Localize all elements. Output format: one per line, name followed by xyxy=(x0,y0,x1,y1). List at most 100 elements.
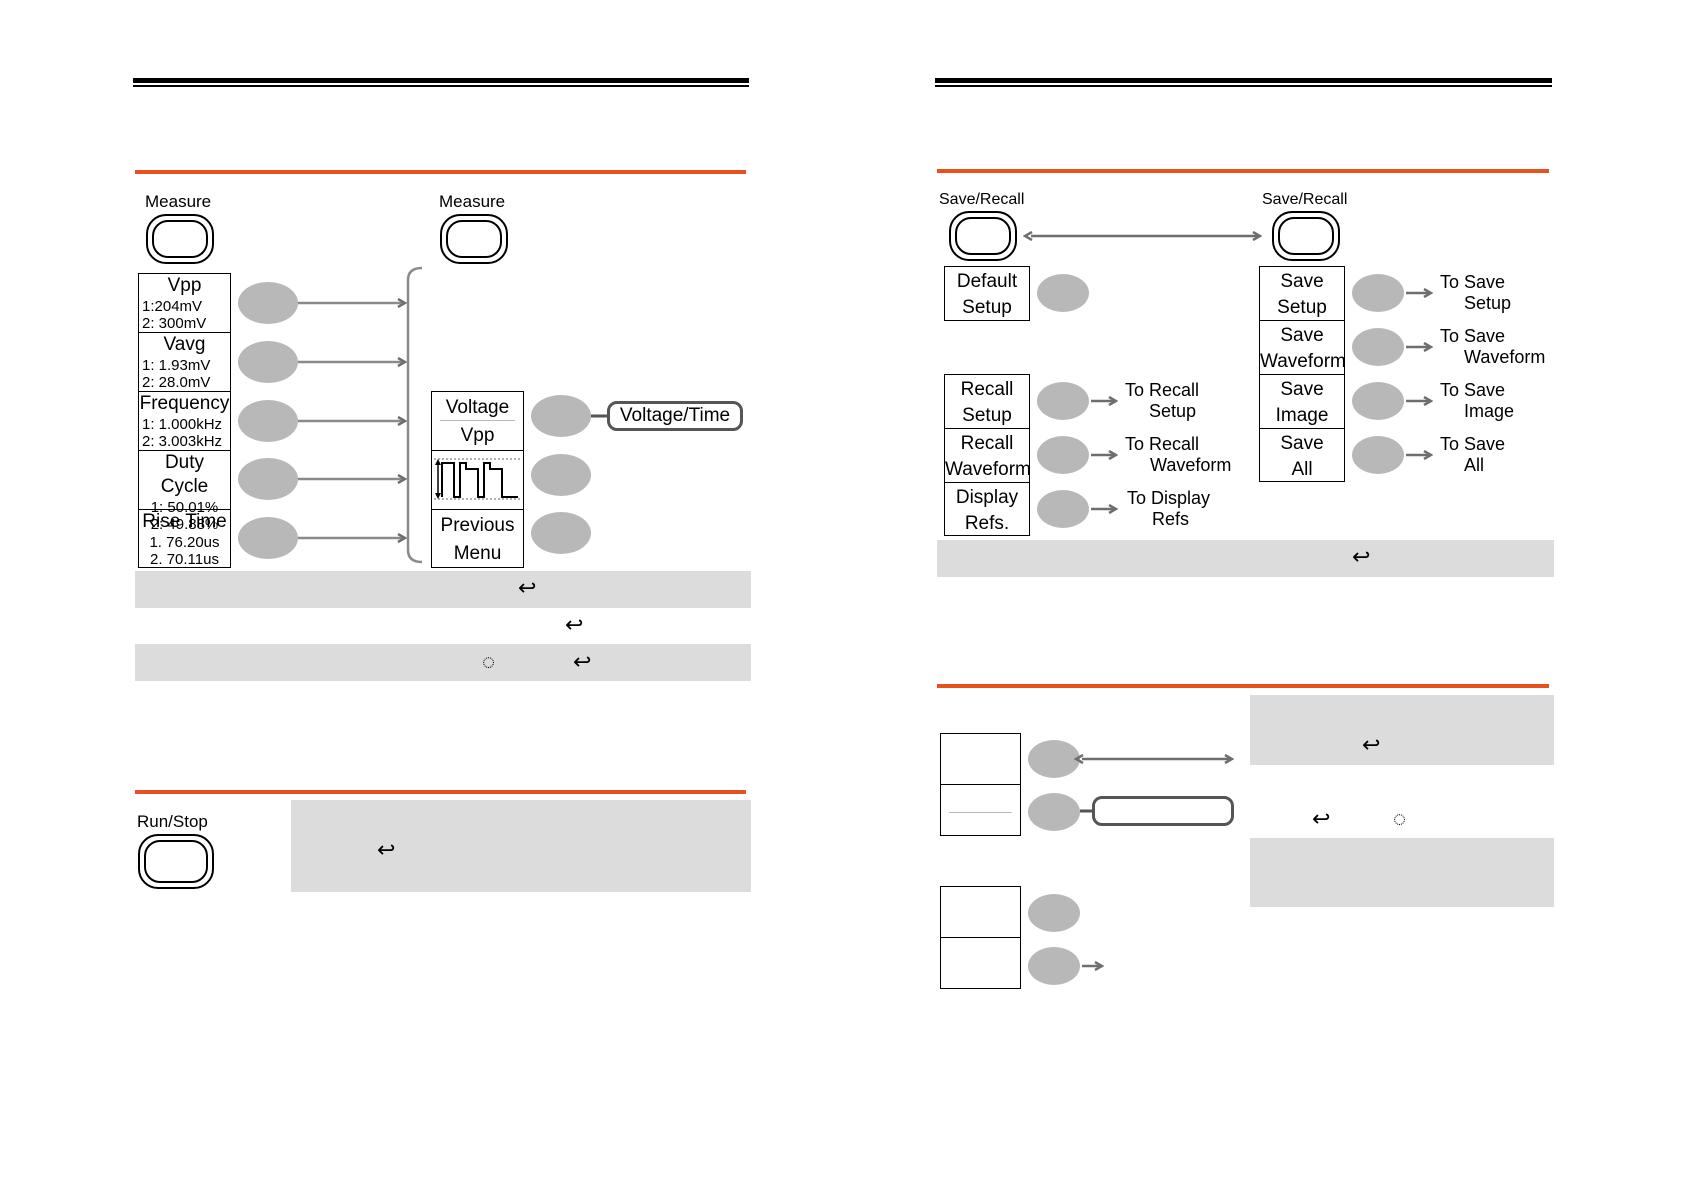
target-save-waveform: To Save Waveform xyxy=(1440,326,1550,368)
save-all-item[interactable]: Save All xyxy=(1260,429,1344,483)
softkey-save-setup[interactable] xyxy=(1352,274,1404,312)
target-line2: Waveform xyxy=(1464,347,1546,367)
softkey-recall-waveform[interactable] xyxy=(1037,436,1089,474)
menu-line2: Setup xyxy=(962,297,1012,318)
lower-menu-1 xyxy=(940,733,1021,836)
target-line2: All xyxy=(1464,455,1485,475)
softkey-lower-2[interactable] xyxy=(1028,793,1080,831)
save-image-item[interactable]: Save Image xyxy=(1260,375,1344,429)
menu-line2: Waveform xyxy=(1260,351,1346,372)
measurement-name: Duty Cycle xyxy=(160,452,209,497)
measurement-item-vavg[interactable]: Vavg 1: 1.93mV 2: 28.0mV xyxy=(139,333,230,392)
previous-menu-item[interactable]: Previous Menu xyxy=(432,510,523,569)
softkey-vavg[interactable] xyxy=(238,341,298,383)
lower-menu-1-item-2[interactable] xyxy=(941,785,1020,837)
softkey-vpp[interactable] xyxy=(238,282,298,324)
save-recall-key-right[interactable] xyxy=(1272,211,1340,261)
left-page-header-rule xyxy=(133,78,749,87)
softkey-lower-3[interactable] xyxy=(1028,894,1080,932)
measurement-ch1: 1: 1.93mV xyxy=(142,357,211,374)
display-refs-item[interactable]: Display Refs. xyxy=(945,483,1029,537)
save-recall-key-left[interactable] xyxy=(949,211,1017,261)
measure-waveform-thumbnail[interactable] xyxy=(432,451,523,510)
softkey-measure-type[interactable] xyxy=(531,395,591,437)
variable-knob-icon: ◌ xyxy=(482,649,496,674)
target-line2: Setup xyxy=(1149,401,1197,421)
measurement-list-menu: Vpp 1:204mV 2: 300mV Vavg 1: 1.93mV 2: 2… xyxy=(138,273,231,568)
measure-key-label-right: Measure xyxy=(439,192,506,211)
target-recall-waveform: To Recall Waveform xyxy=(1125,434,1255,476)
menu-line1: Display xyxy=(955,487,1019,508)
target-recall-setup: To Recall Setup xyxy=(1125,380,1235,422)
softkey-save-image[interactable] xyxy=(1352,382,1404,420)
measurement-ch1: 1. 76.20us xyxy=(149,534,220,551)
enter-icon: ↩ xyxy=(1352,544,1371,569)
target-line1: To Save xyxy=(1440,272,1506,292)
softkey-default-setup[interactable] xyxy=(1037,274,1089,312)
divider xyxy=(949,812,1012,813)
runstop-key-label: Run/Stop xyxy=(137,812,208,831)
recall-waveform-item[interactable]: Recall Waveform xyxy=(945,429,1031,483)
measurement-ch1: 1:204mV xyxy=(142,298,203,315)
measurement-item-rise-time[interactable]: Rise Time 1. 76.20us 2. 70.11us xyxy=(139,510,230,569)
softkey-frequency[interactable] xyxy=(238,400,298,442)
previous-menu-line1: Previous xyxy=(440,515,515,536)
measure-submenu: Voltage Vpp Previous Menu xyxy=(431,391,524,568)
menu-line1: Save xyxy=(1280,271,1324,292)
measurement-ch2: 2. 70.11us xyxy=(150,551,219,568)
softkey-display-refs[interactable] xyxy=(1037,490,1089,528)
target-line2: Image xyxy=(1464,401,1515,421)
enter-icon: ↩ xyxy=(1312,806,1331,831)
measurement-ch2: 2: 3.003kHz xyxy=(142,433,223,450)
menu-line2: Waveform xyxy=(945,459,1031,480)
target-line1: To Save xyxy=(1440,326,1506,346)
measurement-item-vpp[interactable]: Vpp 1:204mV 2: 300mV xyxy=(139,274,230,333)
runstop-key[interactable] xyxy=(138,834,214,889)
menu-line2: Refs. xyxy=(964,513,1010,534)
measure-type-item[interactable]: Voltage Vpp xyxy=(432,392,523,451)
measure-table-row-3 xyxy=(135,644,751,681)
default-setup-menu: Default Setup xyxy=(944,266,1030,321)
menu-line1: Save xyxy=(1280,325,1324,346)
recall-setup-item[interactable]: Recall Setup xyxy=(945,375,1029,429)
measurement-name: Rise Time xyxy=(142,511,227,532)
menu-line2: Setup xyxy=(962,405,1012,426)
softkey-save-all[interactable] xyxy=(1352,436,1404,474)
voltage-time-option[interactable]: Voltage/Time xyxy=(607,401,743,431)
measurement-item-frequency[interactable]: Frequency 1: 1.000kHz 2: 3.003kHz xyxy=(139,392,230,451)
softkey-save-waveform[interactable] xyxy=(1352,328,1404,366)
save-waveform-item[interactable]: Save Waveform xyxy=(1260,321,1346,375)
measurement-ch2: 2: 300mV xyxy=(142,315,207,332)
measurement-ch2: 2: 49.88% xyxy=(150,516,219,533)
menu-line2: All xyxy=(1291,459,1313,480)
lower-right-section-rule xyxy=(937,684,1549,688)
measure-key-right[interactable] xyxy=(440,214,508,264)
recall-menu: Recall Setup Recall Waveform Display Ref… xyxy=(944,374,1031,537)
variable-knob-icon: ◌ xyxy=(1393,806,1407,831)
measure-key-left[interactable] xyxy=(146,214,214,264)
lower-option-box[interactable] xyxy=(1092,796,1234,826)
softkey-recall-setup[interactable] xyxy=(1037,382,1089,420)
enter-icon: ↩ xyxy=(518,575,537,600)
softkey-waveform[interactable] xyxy=(531,454,591,496)
right-page-header-rule xyxy=(935,78,1552,87)
softkey-lower-4[interactable] xyxy=(1028,947,1080,985)
target-line1: To Save xyxy=(1440,434,1506,454)
measurement-item-duty-cycle[interactable]: Duty Cycle 1: 50.01% 2: 49.88% xyxy=(139,451,230,533)
lower-menu-1-item-1[interactable] xyxy=(941,734,1020,785)
lower-menu-2-item-1[interactable] xyxy=(941,887,1020,938)
menu-line1: Recall xyxy=(960,379,1014,400)
save-setup-item[interactable]: Save Setup xyxy=(1260,267,1344,321)
measurement-name: Frequency xyxy=(139,393,230,414)
menu-line1: Save xyxy=(1280,379,1324,400)
menu-line1: Default xyxy=(956,271,1018,292)
save-recall-table-row xyxy=(937,540,1554,577)
target-line2: Waveform xyxy=(1150,455,1232,475)
softkey-previous-menu[interactable] xyxy=(531,512,591,554)
runstop-table-cell xyxy=(291,800,751,892)
softkey-lower-1[interactable] xyxy=(1028,740,1080,778)
softkey-rise-time[interactable] xyxy=(238,517,298,559)
enter-icon: ↩ xyxy=(1362,732,1381,757)
softkey-duty-cycle[interactable] xyxy=(238,458,298,500)
default-setup-item[interactable]: Default Setup xyxy=(945,267,1029,322)
